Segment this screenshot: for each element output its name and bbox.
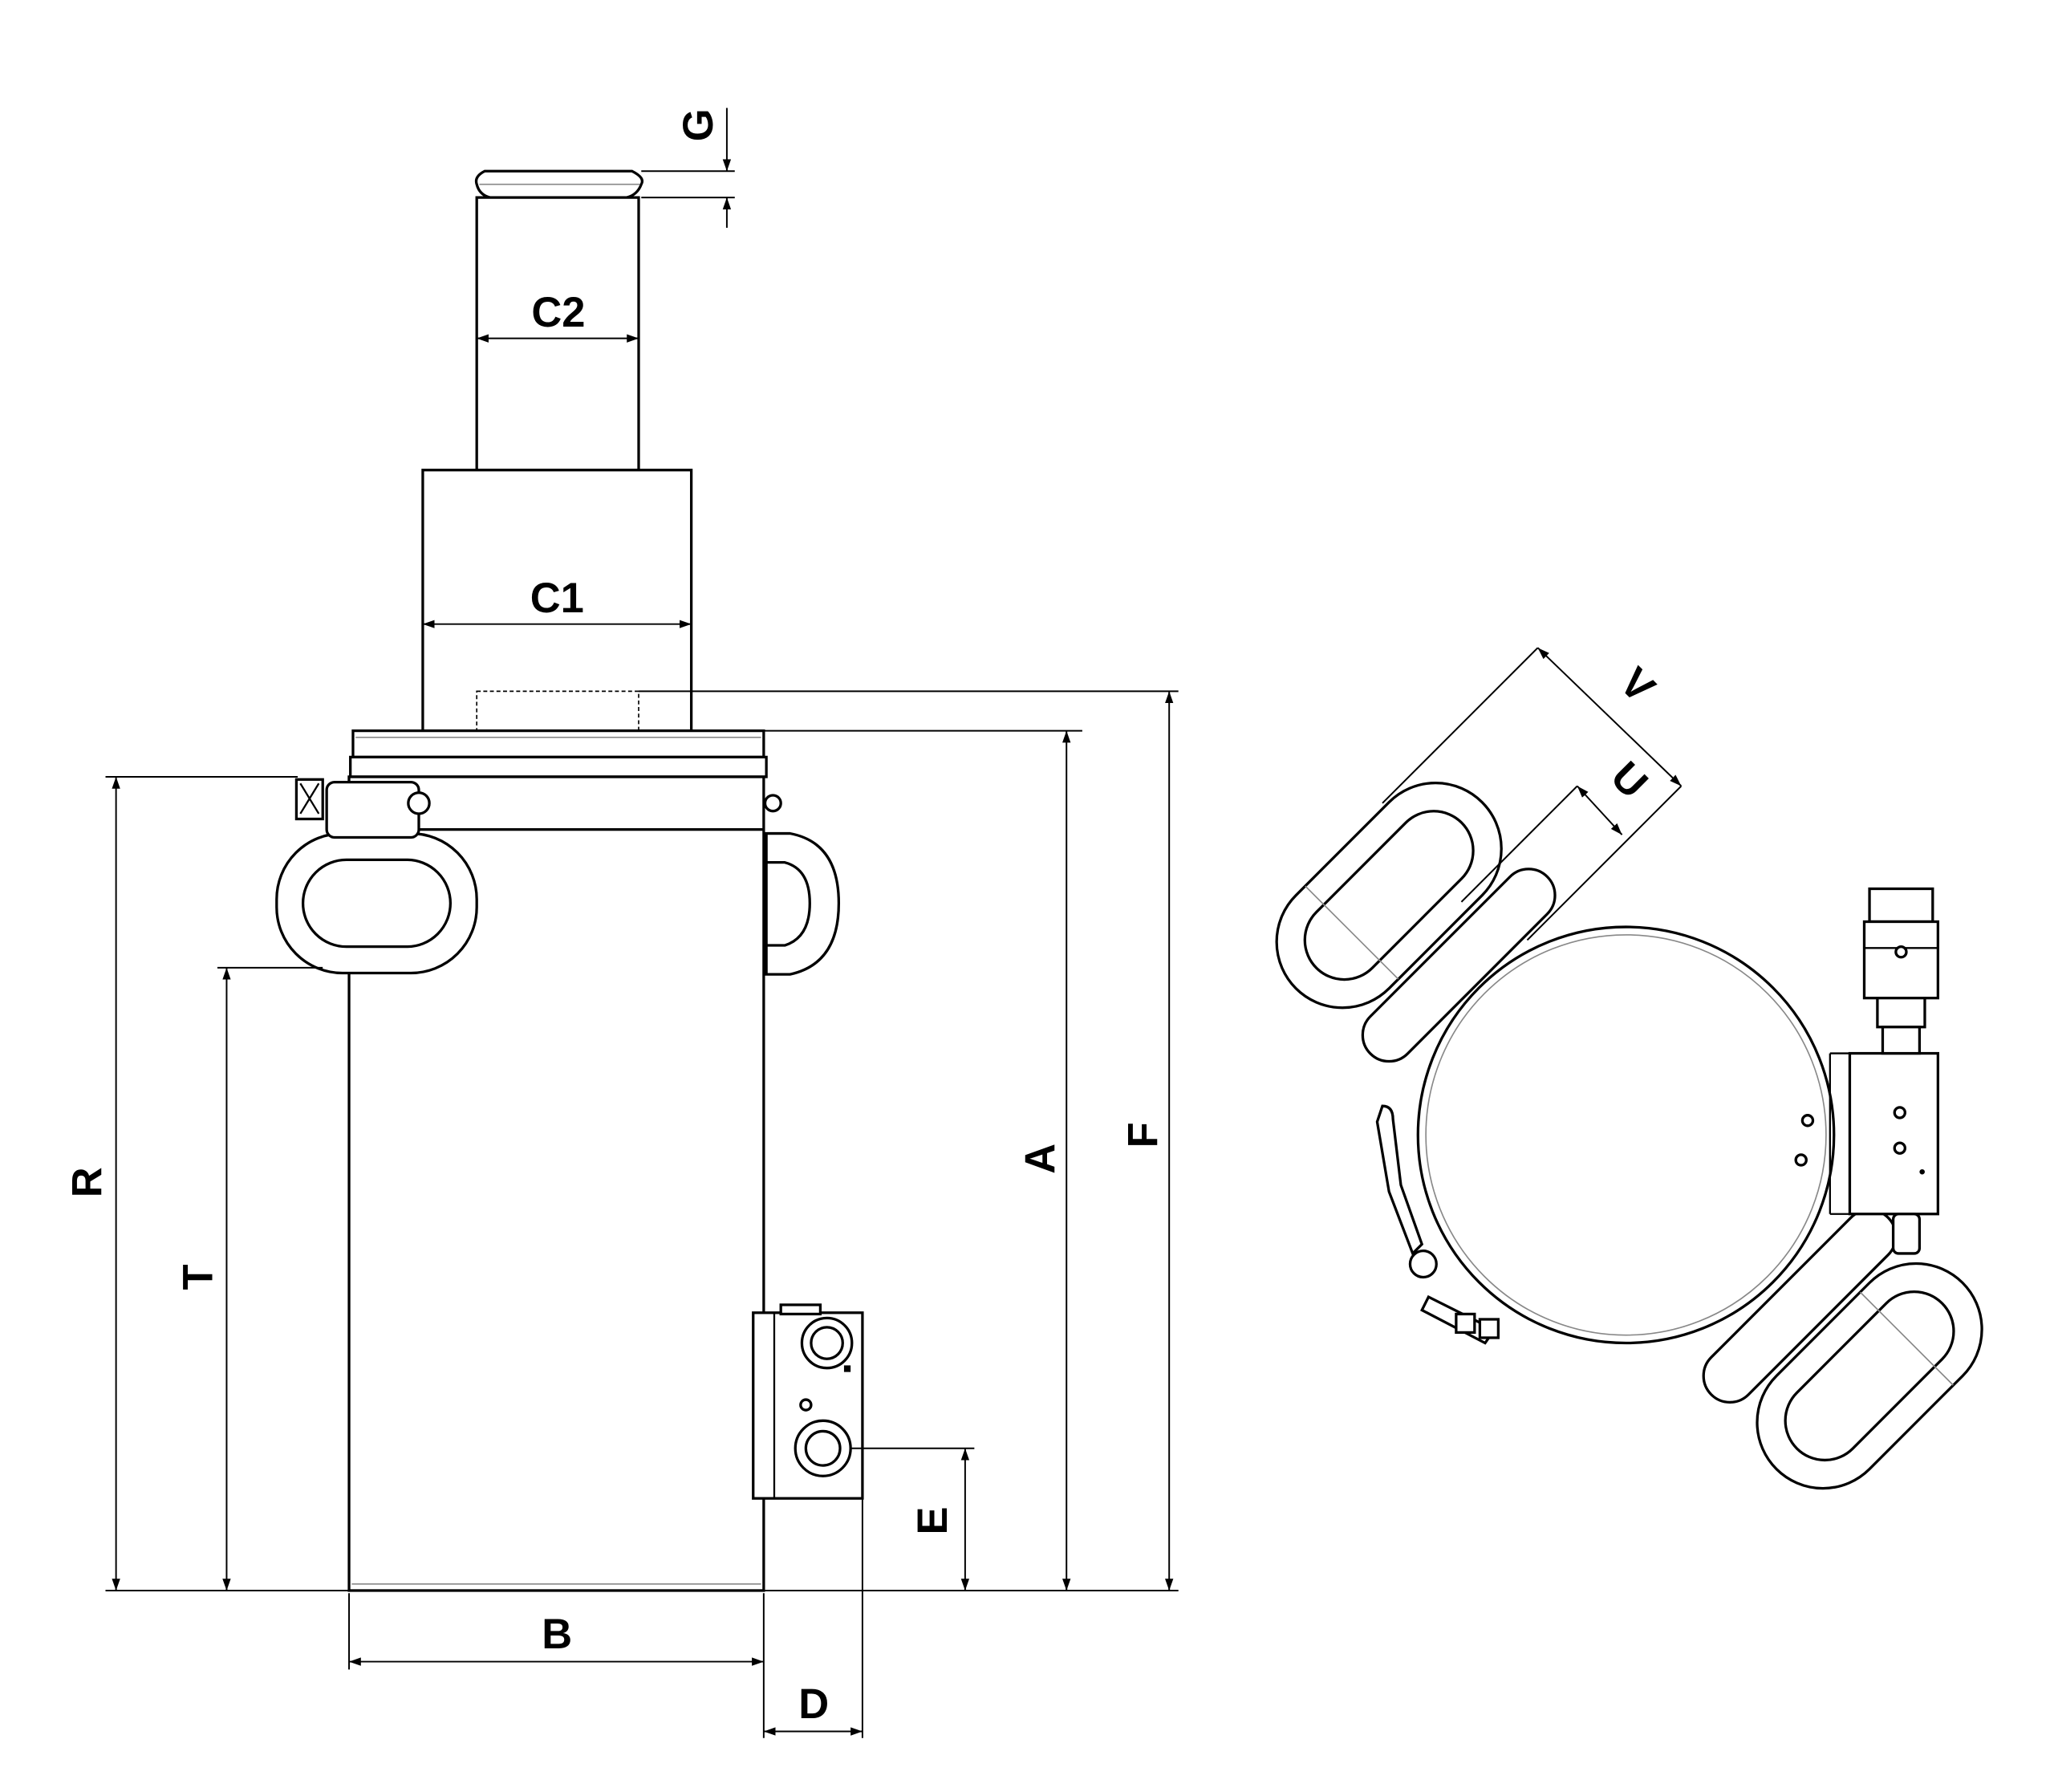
- release-lever: [1375, 1104, 1500, 1345]
- top-handle-lower-right: [1702, 1209, 1983, 1490]
- side-view: G C2 C1 R T A F E B D: [64, 108, 1179, 1738]
- dim-label-g: G: [675, 108, 722, 141]
- quick-coupler: [1862, 887, 1940, 1055]
- top-handle-upper-left: [1275, 781, 1557, 1063]
- dim-label-v: V: [1610, 659, 1663, 712]
- cylinder-outline: [1416, 925, 1836, 1345]
- dim-label-a: A: [1017, 1144, 1064, 1174]
- top-view: V U: [1275, 647, 1983, 1490]
- hidden-bore: [476, 690, 639, 732]
- dim-label-r: R: [64, 1167, 112, 1197]
- plunger-stage-2: [475, 196, 640, 472]
- right-carry-handle: [763, 794, 841, 976]
- dim-label-d: D: [798, 1680, 829, 1728]
- dim-label-t: T: [174, 1264, 221, 1290]
- hydraulic-port-block: [752, 1303, 864, 1500]
- dim-label-e: E: [909, 1506, 956, 1534]
- plunger-stage-1: [421, 469, 693, 733]
- dim-label-c2: C2: [531, 289, 585, 336]
- left-carry-handle: [275, 778, 478, 975]
- top-port-block: [1829, 1051, 1940, 1255]
- top-collar: [351, 729, 765, 759]
- dim-label-c1: C1: [530, 575, 584, 622]
- dim-label-b: B: [542, 1611, 572, 1658]
- dim-label-u: U: [1601, 753, 1657, 808]
- dim-label-f: F: [1119, 1122, 1167, 1148]
